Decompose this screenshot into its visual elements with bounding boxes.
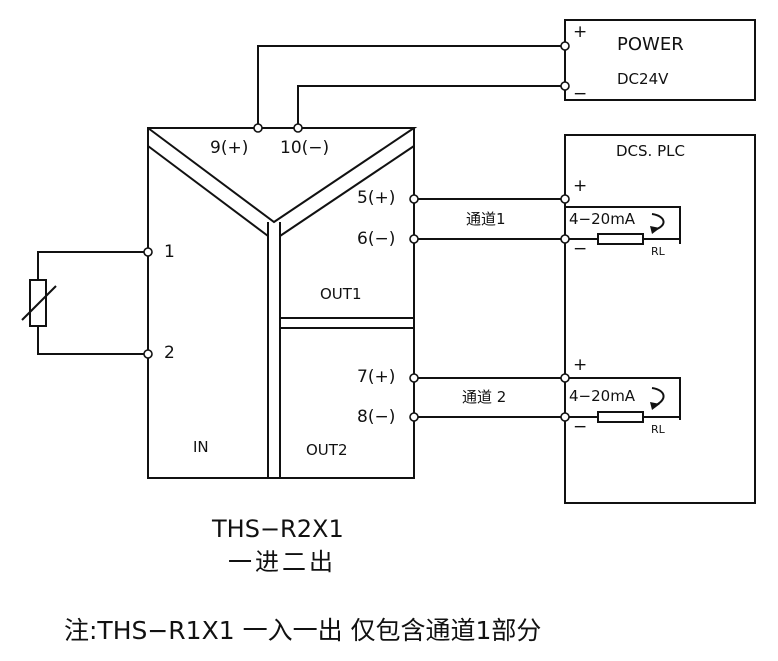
power-voltage: DC24V [617, 70, 669, 88]
ch2-current: 4−20mA [569, 387, 636, 405]
pin-10-label: 10(−) [280, 138, 330, 158]
dcs-box [564, 134, 756, 504]
ch2-minus-sign: − [573, 417, 588, 437]
ch2-plus-sign: + [573, 355, 588, 375]
input-sensor-wire [37, 251, 148, 355]
model-name: THS−R2X1 [212, 515, 344, 543]
ch1-minus-sign: − [573, 239, 588, 259]
in-label: IN [193, 438, 209, 456]
power-plus-sign: + [573, 22, 588, 42]
power-minus-wire [297, 85, 565, 128]
ch1-load-label: RL [651, 245, 665, 258]
ch2-load-label: RL [651, 423, 665, 436]
power-title: POWER [617, 34, 684, 55]
pin-7-label: 7(+) [357, 367, 396, 387]
pin-6-label: 6(−) [357, 229, 396, 249]
pin-1-label: 1 [164, 242, 175, 262]
out2-label: OUT2 [306, 441, 348, 459]
pin-2-label: 2 [164, 343, 175, 363]
footnote: 注:THS−R1X1 一入一出 仅包含通道1部分 [64, 616, 542, 645]
dcs-title: DCS. PLC [616, 142, 685, 160]
power-plus-wire [257, 45, 565, 128]
module-funnel [147, 127, 418, 224]
pin-5-label: 5(+) [357, 188, 396, 208]
channel-1-label: 通道1 [466, 210, 506, 228]
model-desc: 一进二出 [228, 548, 336, 576]
power-box [564, 19, 756, 101]
ch1-current: 4−20mA [569, 210, 636, 228]
terminal-dots [143, 41, 570, 422]
pin-8-label: 8(−) [357, 407, 396, 427]
pin-9-label: 9(+) [210, 138, 249, 158]
channel-2-label: 通道 2 [462, 388, 507, 406]
out1-label: OUT1 [320, 285, 362, 303]
power-minus-sign: − [573, 84, 588, 104]
ch1-plus-sign: + [573, 176, 588, 196]
